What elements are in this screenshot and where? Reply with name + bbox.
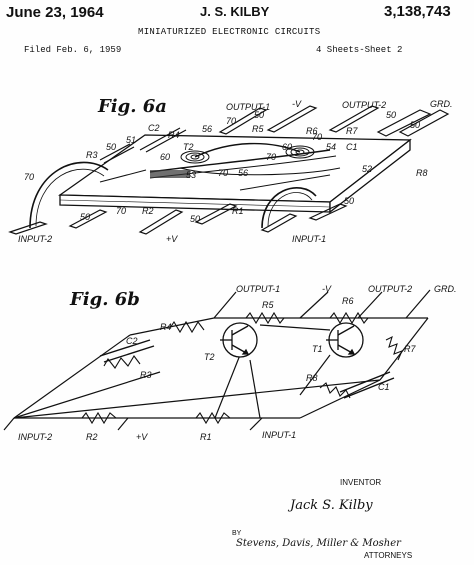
svg-text:R7: R7 [346, 126, 358, 136]
svg-text:50: 50 [106, 142, 116, 152]
svg-text:OUTPUT-2: OUTPUT-2 [342, 100, 386, 110]
svg-text:60: 60 [282, 142, 292, 152]
svg-text:53: 53 [186, 170, 196, 180]
resistor-r6 [329, 311, 369, 325]
svg-text:70: 70 [226, 116, 236, 126]
transistor-t2 [220, 322, 258, 358]
svg-text:R8: R8 [416, 168, 428, 178]
svg-text:T2: T2 [204, 352, 215, 362]
svg-text:OUTPUT-2: OUTPUT-2 [368, 284, 412, 294]
capacitor-c2-plate-a [99, 339, 151, 357]
fig-6a-label: Fig. 6a [97, 96, 167, 117]
svg-text:INPUT-1: INPUT-1 [292, 234, 326, 244]
resistor-r5 [245, 311, 285, 325]
svg-text:-V: -V [322, 284, 332, 294]
svg-text:INPUT-2: INPUT-2 [18, 432, 52, 442]
svg-text:50: 50 [254, 110, 264, 120]
svg-text:OUTPUT-1: OUTPUT-1 [226, 102, 270, 112]
schematic-wiring [3, 289, 431, 431]
svg-text:C2: C2 [148, 123, 160, 133]
wire-leads [29, 161, 317, 229]
svg-text:R4: R4 [160, 322, 172, 332]
svg-text:+V: +V [136, 432, 148, 442]
svg-text:50: 50 [386, 110, 396, 120]
svg-text:52: 52 [362, 164, 372, 174]
svg-text:R5: R5 [262, 300, 274, 310]
resistors [81, 311, 404, 425]
resistor-r4 [169, 320, 205, 334]
attorneys-label: ATTORNEYS [364, 551, 413, 560]
svg-text:51: 51 [126, 135, 136, 145]
svg-text:56: 56 [238, 168, 248, 178]
svg-text:R5: R5 [252, 124, 264, 134]
svg-text:C1: C1 [378, 382, 390, 392]
capacitor-c1-plate-b [343, 377, 395, 399]
capacitor-c2-plate-b [103, 345, 155, 363]
patent-date: June 23, 1964 [6, 4, 104, 21]
resistor-r7 [385, 335, 404, 361]
svg-text:GRD.: GRD. [434, 284, 457, 294]
svg-text:OUTPUT-1: OUTPUT-1 [236, 284, 280, 294]
svg-text:C1: C1 [346, 142, 358, 152]
svg-text:50: 50 [190, 214, 200, 224]
svg-text:INPUT-1: INPUT-1 [262, 430, 296, 440]
svg-text:GRD.: GRD. [430, 99, 453, 109]
resistor-r3 [103, 355, 141, 369]
svg-text:R6: R6 [342, 296, 354, 306]
svg-text:T2: T2 [183, 142, 194, 152]
patent-title: MINIATURIZED ELECTRONIC CIRCUITS [138, 27, 321, 37]
svg-text:70: 70 [266, 152, 276, 162]
svg-text:60: 60 [160, 152, 170, 162]
fig-6b-labels: OUTPUT-1 -V OUTPUT-2 GRD. R5 R6 R4 C2 T2… [18, 284, 457, 442]
svg-text:R6: R6 [306, 126, 318, 136]
circuit-elements [99, 142, 341, 191]
svg-text:70: 70 [24, 172, 34, 182]
svg-text:C2: C2 [126, 336, 138, 346]
inventor-name: J. S. KILBY [200, 4, 270, 19]
svg-text:56: 56 [202, 124, 212, 134]
svg-text:-V: -V [292, 99, 302, 109]
svg-text:50: 50 [80, 212, 90, 222]
svg-text:INPUT-2: INPUT-2 [18, 234, 52, 244]
svg-text:R2: R2 [142, 206, 154, 216]
fig-6b-label: Fig. 6b [69, 289, 140, 310]
fig-6a-labels: OUTPUT-1 -V OUTPUT-2 GRD. INPUT-2 +V INP… [18, 99, 453, 244]
sheet-number: 4 Sheets-Sheet 2 [316, 45, 403, 55]
svg-text:54: 54 [326, 142, 336, 152]
svg-text:T1: T1 [312, 344, 323, 354]
resistor-r2 [81, 411, 117, 425]
transistors [220, 322, 364, 358]
output-leads [99, 105, 450, 164]
resistor-r1 [195, 411, 231, 425]
svg-text:R3: R3 [140, 370, 152, 380]
svg-text:R7: R7 [404, 344, 416, 354]
svg-text:50: 50 [344, 196, 354, 206]
attorney-signature: Stevens, Davis, Miller & Mosher [236, 538, 401, 549]
svg-text:R1: R1 [200, 432, 212, 442]
inventor-label: INVENTOR [340, 478, 382, 487]
svg-text:70: 70 [218, 168, 228, 178]
transistor-t1 [326, 322, 364, 358]
capacitor-c1-plate-a [339, 371, 391, 393]
svg-text:R1: R1 [232, 206, 244, 216]
svg-text:+V: +V [166, 234, 178, 244]
capacitors [99, 339, 395, 399]
svg-text:R8: R8 [306, 373, 318, 383]
inventor-signature: Jack S. Kilby [290, 498, 373, 513]
svg-text:70: 70 [312, 132, 322, 142]
by-label: BY [232, 530, 242, 537]
filing-date: Filed Feb. 6, 1959 [24, 45, 122, 55]
svg-text:50: 50 [410, 120, 420, 130]
svg-text:70: 70 [116, 206, 126, 216]
svg-text:R4: R4 [168, 130, 180, 140]
svg-text:R2: R2 [86, 432, 98, 442]
patent-number: 3,138,743 [384, 3, 451, 20]
svg-text:R3: R3 [86, 150, 98, 160]
